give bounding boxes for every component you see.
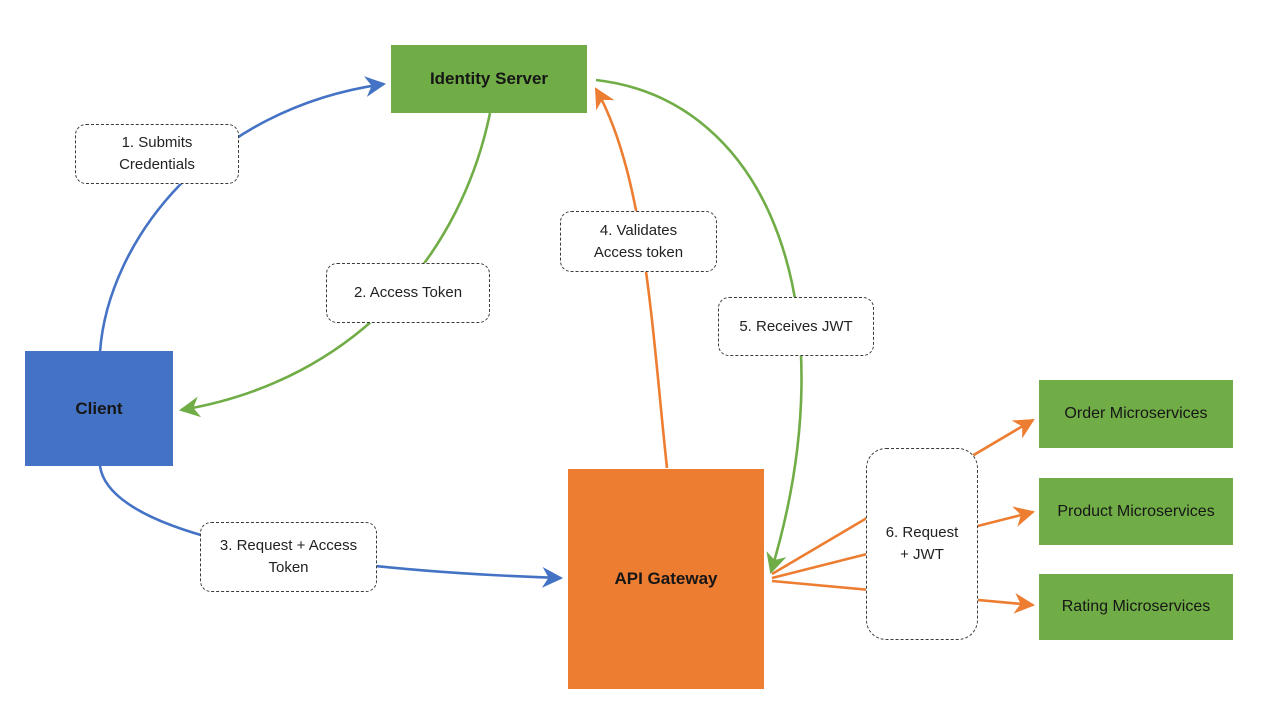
step-label-submits-credentials: 1. Submits Credentials (75, 124, 239, 184)
step-label-access-token: 2. Access Token (326, 263, 490, 323)
arrow-submits-credentials (98, 76, 387, 353)
node-product-microservices-label: Product Microservices (1057, 502, 1215, 520)
node-product-microservices: Product Microservices (1039, 478, 1233, 545)
node-api-gateway-label: API Gateway (614, 569, 718, 588)
step-label-request-access-token: 3. Request + Access Token (200, 522, 377, 592)
node-client-label: Client (75, 398, 123, 418)
node-identity-server: Identity Server (391, 45, 587, 113)
step4-text: 4. Validates Access token (593, 221, 684, 261)
node-order-microservices: Order Microservices (1039, 380, 1233, 448)
step3-text: 3. Request + Access Token (219, 537, 358, 576)
step-label-request-jwt: 6. Request + JWT (866, 448, 978, 640)
arrow-receives-jwt (595, 78, 803, 574)
node-rating-microservices-label: Rating Microservices (1061, 598, 1211, 615)
node-order-microservices-label: Order Microservices (1064, 405, 1208, 422)
node-client: Client (25, 351, 173, 466)
step-label-validates-access-token: 4. Validates Access token (560, 211, 717, 272)
node-api-gateway: API Gateway (568, 469, 764, 689)
step2-text: 2. Access Token (353, 284, 463, 302)
node-rating-microservices: Rating Microservices (1039, 574, 1233, 640)
step-label-receives-jwt: 5. Receives JWT (718, 297, 874, 356)
step6-text: 6. Request + JWT (885, 524, 959, 563)
step1-text: 1. Submits Credentials (119, 134, 195, 173)
node-identity-server-label: Identity Server (429, 69, 549, 88)
arrow-validates-access-token (594, 87, 669, 469)
step5-text: 5. Receives JWT (739, 317, 853, 335)
